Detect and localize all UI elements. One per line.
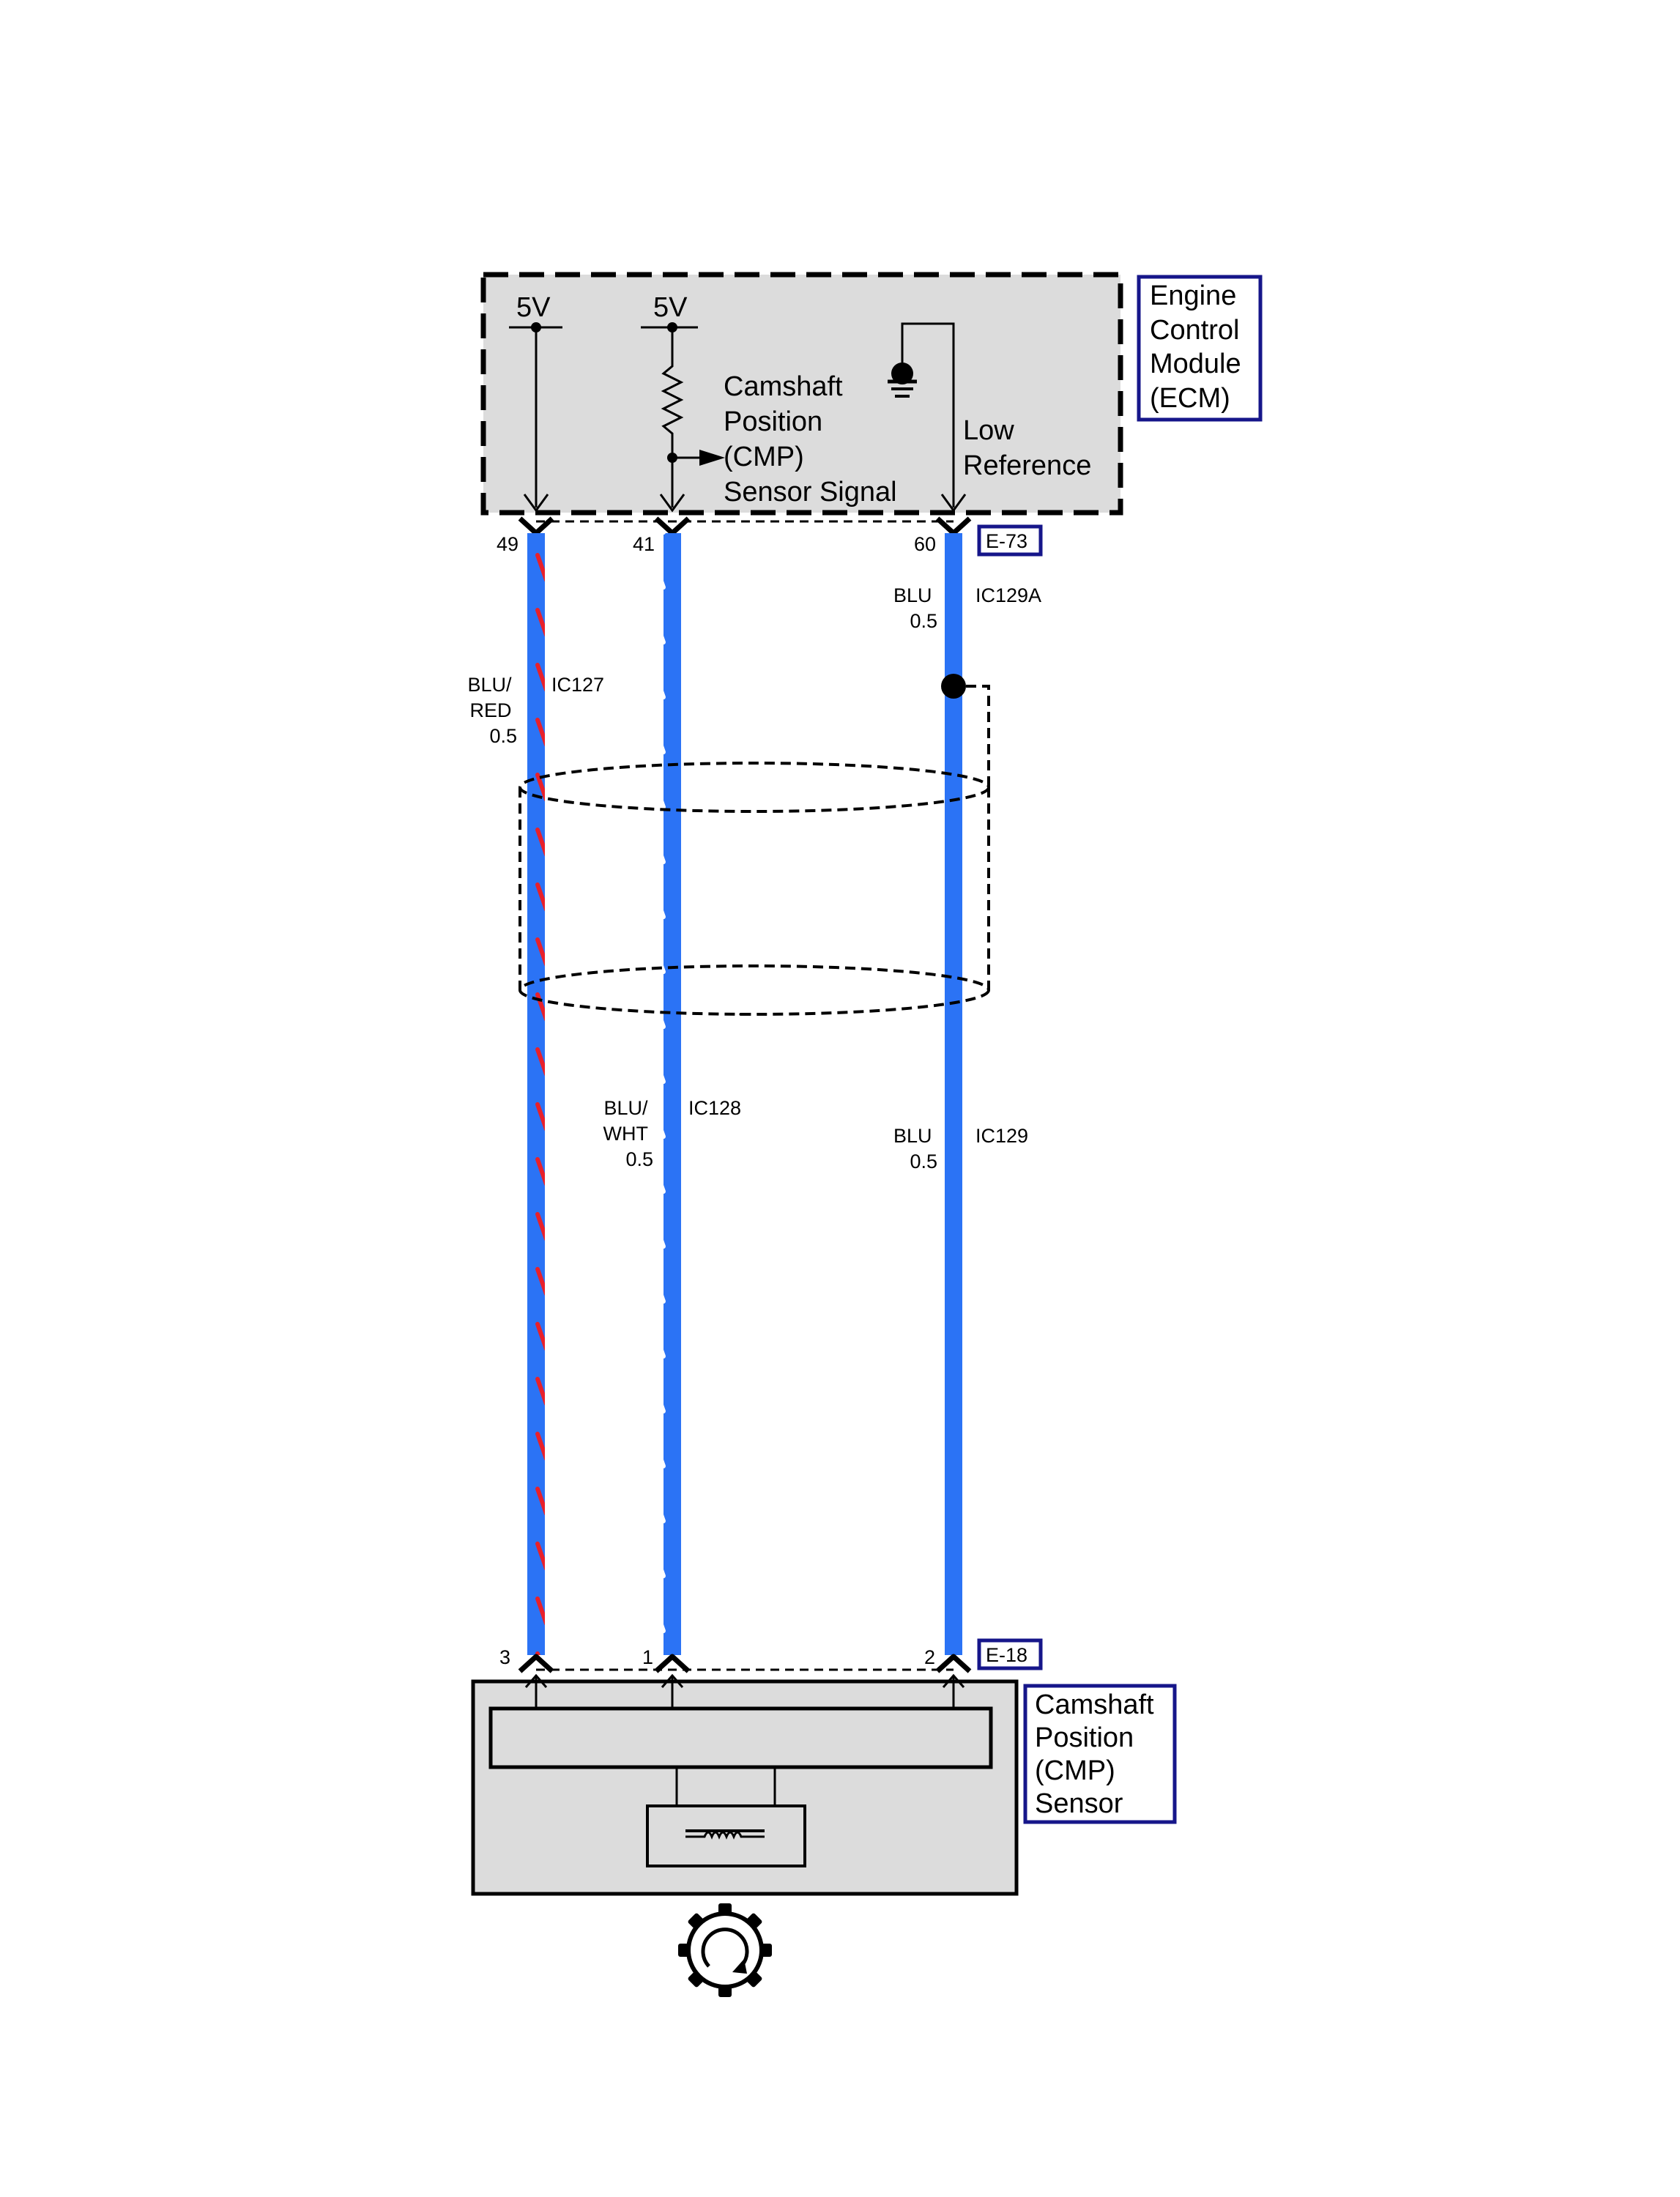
sensor-connector: E-18 3 1 2 [499,1638,1043,1673]
svg-text:Camshaft Position: Camshaft Position (CMP) Sensor [1035,1689,1161,1819]
wire-ic129a-color: BLU 0.5 [893,584,937,632]
ecm-supply1-label: 5V [516,292,551,323]
wire-ic127-color: BLU/ RED 0.5 [467,674,517,747]
svg-text:E-18: E-18 [986,1644,1027,1666]
svg-text:Engine Control Mod: Engine Control Module (ECM) [1150,280,1249,414]
ecm-connector-badge [977,524,1043,557]
wire-ic129-circuit: IC129 [975,1125,1028,1147]
sensor-connector-badge [977,1638,1043,1670]
pin-2: 2 [924,1646,935,1668]
ground-icon [888,363,917,398]
ecm-module: 5V 5V Camshaft Position (CMP) Sensor Sig… [480,272,1123,516]
coil-icon [685,1829,765,1840]
signal-arrow-icon [699,450,725,466]
reluctor-wheel-icon [678,1903,772,1997]
ecm-low-ref-label: Low Reference [963,415,1091,481]
wire-ic129-color: BLU 0.5 [893,1125,937,1172]
pin-3: 3 [499,1646,510,1668]
wire-ic128-color: BLU/ WHT 0.5 [603,1097,653,1170]
pin-41: 41 [633,533,655,555]
pin-60: 60 [914,533,936,555]
sensor-title-box: Camshaft Position (CMP) Sensor [1023,1684,1177,1824]
ecm-box [480,272,1123,516]
wire-ic129a-circuit: IC129A [975,584,1041,606]
ecm-title-box: Engine Control Module (ECM) [1137,275,1263,422]
pin-49: 49 [497,533,519,555]
ecm-connector: E-73 49 41 60 [497,516,1043,557]
svg-text:E-73: E-73 [986,530,1027,552]
wire-ic127 [527,533,545,1655]
ecm-signal-label: Camshaft Position (CMP) Sensor Signal [724,371,897,508]
shielded-cable [519,674,990,1016]
wire-ic127-circuit: IC127 [551,674,604,696]
cmp-sensor [471,1673,1019,1896]
pin-1: 1 [642,1646,653,1668]
wire-ic128-circuit: IC128 [688,1097,741,1119]
wire-ic129 [945,533,962,1655]
pullup-resistor [661,327,684,508]
drain-splice [941,674,966,699]
ecm-supply2-label: 5V [653,292,688,323]
wire-ic128 [664,533,681,1655]
